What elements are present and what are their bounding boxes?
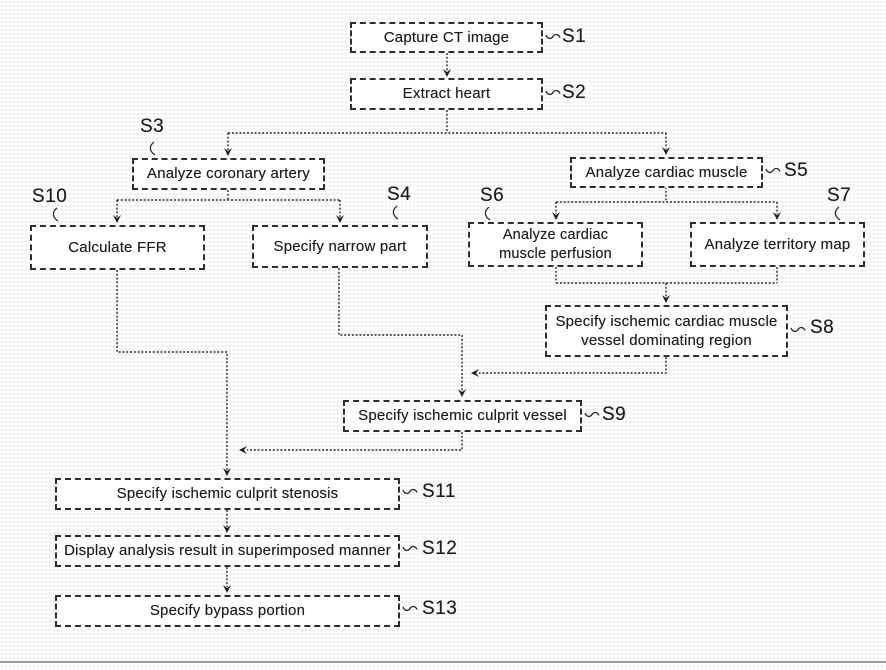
step-box-s3: Analyze coronary artery <box>132 158 325 190</box>
step-tag-s7: S7 <box>827 185 852 206</box>
bottom-border-line <box>0 661 886 663</box>
step-box-s9: Specify ischemic culprit vessel <box>343 400 582 432</box>
tag-squiggles <box>52 33 841 612</box>
step-tag-s6: S6 <box>480 185 505 206</box>
arrowheads <box>113 69 781 593</box>
step-tag-s12: S12 <box>422 538 458 559</box>
step-tag-s3: S3 <box>140 116 165 137</box>
step-box-s12: Display analysis result in superimposed … <box>55 535 400 567</box>
step-tag-s10: S10 <box>32 186 68 207</box>
step-tag-s9: S9 <box>602 404 627 425</box>
step-box-s7: Analyze territory map <box>690 222 865 267</box>
step-box-s5: Analyze cardiac muscle <box>570 157 763 188</box>
step-tag-s1: S1 <box>562 26 587 47</box>
step-tag-s2: S2 <box>562 82 587 103</box>
step-box-s8: Specify ischemic cardiac muscle vessel d… <box>545 305 788 357</box>
step-box-s6: Analyze cardiac muscle perfusion <box>468 222 643 267</box>
step-box-s13: Specify bypass portion <box>55 595 400 627</box>
step-tag-s13: S13 <box>422 598 458 619</box>
step-box-s4: Specify narrow part <box>252 225 428 268</box>
step-tag-s8: S8 <box>810 317 835 338</box>
step-tag-s11: S11 <box>422 481 456 502</box>
step-box-s11: Specify ischemic culprit stenosis <box>55 478 400 510</box>
step-box-s2: Extract heart <box>350 78 543 110</box>
step-tag-s5: S5 <box>784 160 809 181</box>
step-tag-s4: S4 <box>387 184 412 205</box>
step-box-s1: Capture CT image <box>350 22 543 53</box>
step-box-s10: Calculate FFR <box>30 225 205 270</box>
